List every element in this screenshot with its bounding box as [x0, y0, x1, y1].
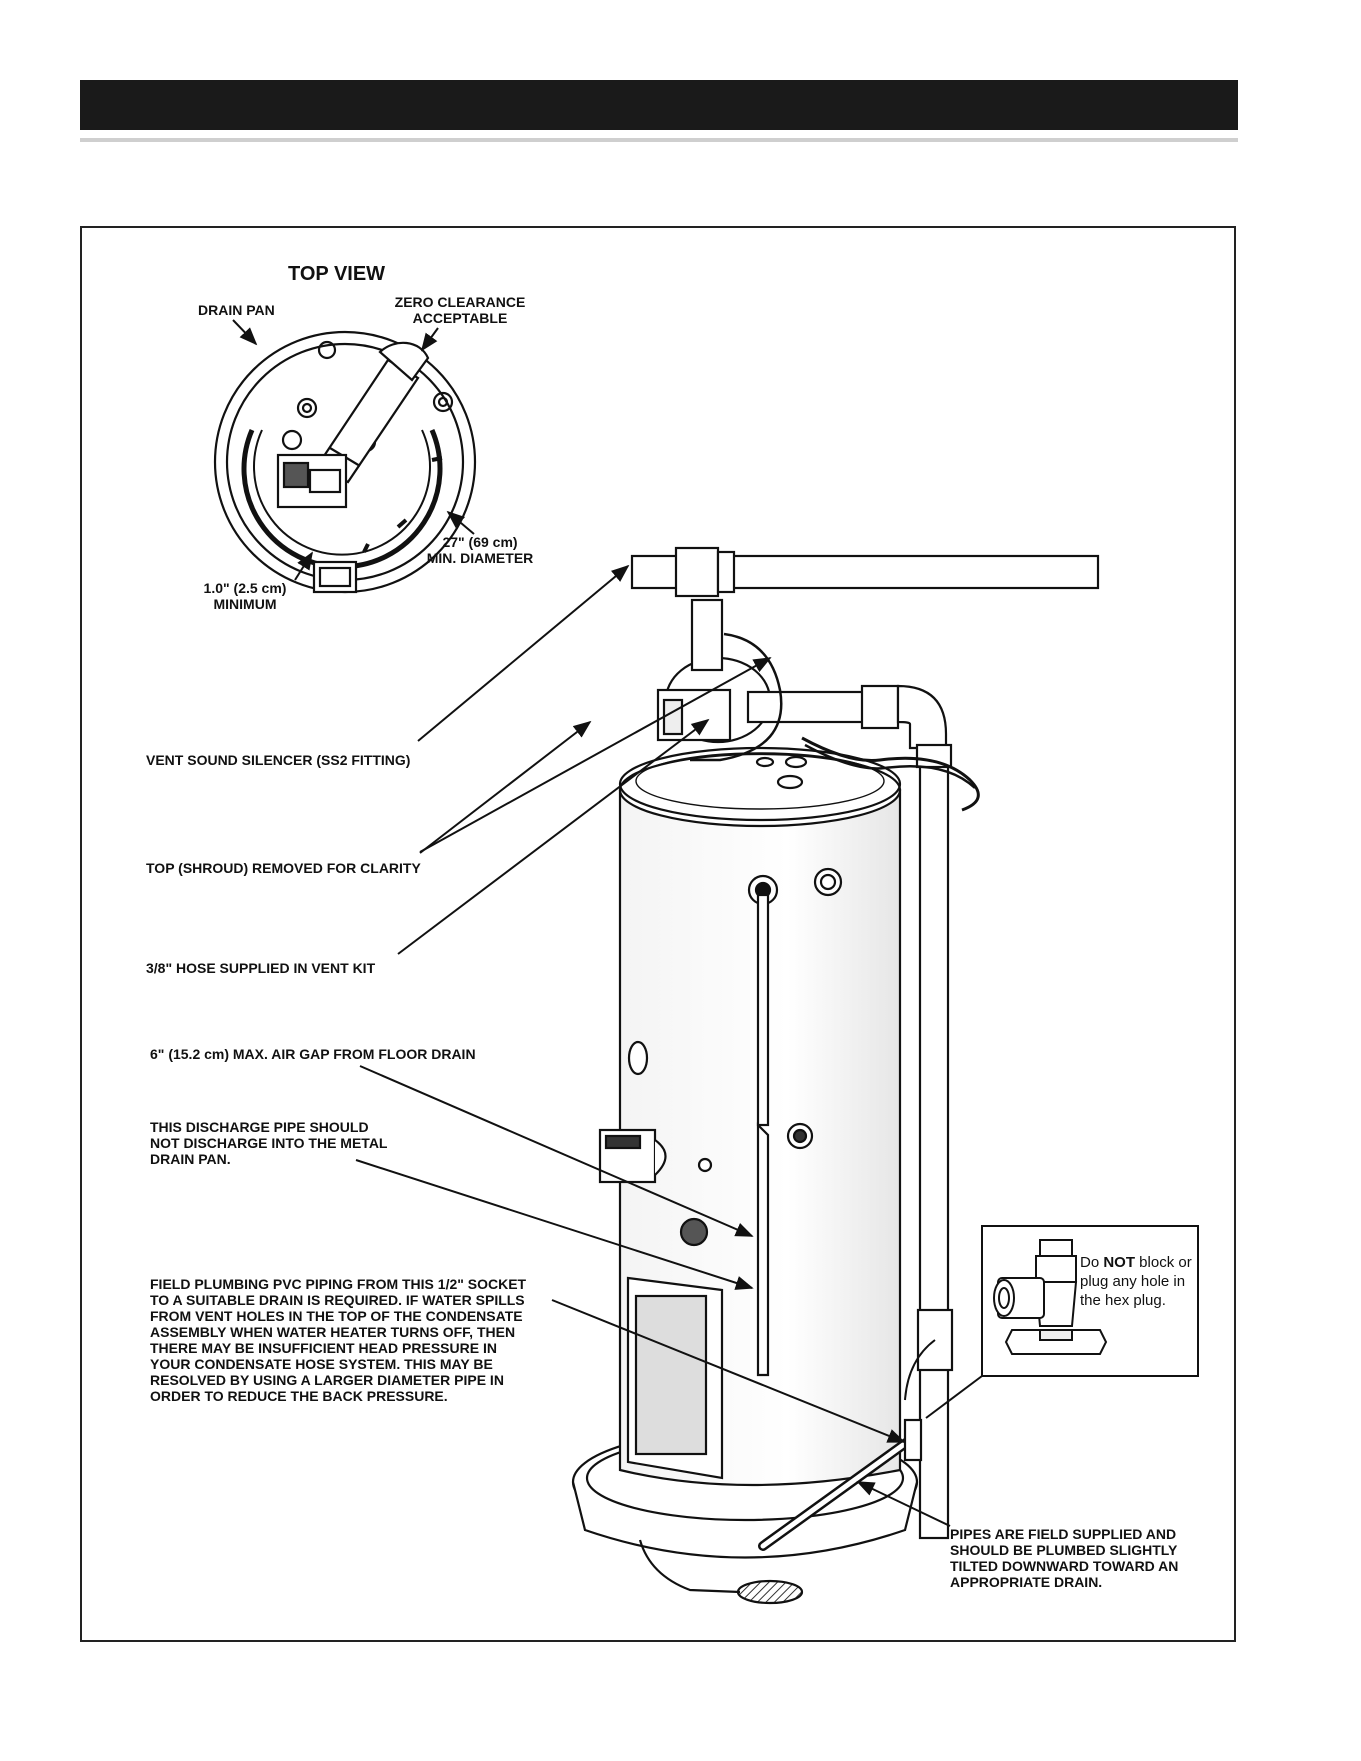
diameter-line-1: 27" (69 cm): [442, 534, 518, 550]
discharge-line-3: DRAIN PAN.: [150, 1151, 231, 1167]
field-plumbing-line-3: FROM VENT HOLES IN THE TOP OF THE CONDEN…: [150, 1308, 523, 1324]
water-heater-drawing: [571, 546, 1100, 1605]
top-view-title: TOP VIEW: [288, 263, 386, 285]
figure-frame: [80, 226, 1236, 1642]
hex-plug-inset: [925, 1225, 1199, 1419]
hex-note-post: block or plug any hole in the hex plug.: [1080, 1254, 1192, 1309]
discharge-line-1: THIS DISCHARGE PIPE SHOULD: [150, 1119, 369, 1135]
pipes-line-3: TILTED DOWNWARD TOWARD AN: [950, 1558, 1179, 1574]
field-plumbing-line-7: RESOLVED BY USING A LARGER DIAMETER PIPE…: [150, 1372, 504, 1388]
pipes-line-1: PIPES ARE FIELD SUPPLIED AND: [950, 1526, 1177, 1542]
zero-clearance-line-1: ZERO CLEARANCE: [394, 294, 526, 310]
top-view-arrows: [232, 319, 475, 581]
callout-leaders: [355, 564, 951, 1527]
pipes-line-4: APPROPRIATE DRAIN.: [950, 1574, 1103, 1590]
hex-plug-note: Do NOT block or plug any hole in the hex…: [1080, 1253, 1198, 1310]
header-bar: [80, 80, 1238, 130]
air-gap-callout: 6" (15.2 cm) MAX. AIR GAP FROM FLOOR DRA…: [150, 1046, 476, 1062]
field-plumbing-line-2: TO A SUITABLE DRAIN IS REQUIRED. IF WATE…: [150, 1292, 525, 1308]
discharge-pipe-callout: THIS DISCHARGE PIPE SHOULD NOT DISCHARGE…: [150, 1119, 387, 1167]
field-plumbing-line-1: FIELD PLUMBING PVC PIPING FROM THIS 1/2"…: [150, 1276, 527, 1292]
field-plumbing-line-4: ASSEMBLY WHEN WATER HEATER TURNS OFF, TH…: [150, 1324, 516, 1340]
pipes-line-2: SHOULD BE PLUMBED SLIGHTLY: [950, 1542, 1178, 1558]
pipes-callout: PIPES ARE FIELD SUPPLIED AND SHOULD BE P…: [950, 1526, 1178, 1590]
field-plumbing-callout: FIELD PLUMBING PVC PIPING FROM THIS 1/2"…: [150, 1276, 526, 1404]
drain-pan-label: DRAIN PAN: [198, 302, 275, 318]
diameter-label: 27" (69 cm) MIN. DIAMETER: [420, 534, 540, 566]
minimum-line-1: 1.0" (2.5 cm): [203, 580, 287, 596]
minimum-clearance-label: 1.0" (2.5 cm) MINIMUM: [180, 580, 310, 612]
hex-note-bold: NOT: [1103, 1254, 1136, 1271]
minimum-line-2: MINIMUM: [213, 596, 277, 612]
hex-note-pre: Do: [1080, 1254, 1104, 1271]
field-plumbing-line-5: THERE MAY BE INSUFFICIENT HEAD PRESSURE …: [150, 1340, 497, 1356]
hose-callout: 3/8" HOSE SUPPLIED IN VENT KIT: [146, 960, 376, 976]
zero-clearance-line-2: ACCEPTABLE: [412, 310, 508, 326]
header-rule: [80, 138, 1238, 142]
diameter-line-2: MIN. DIAMETER: [426, 550, 534, 566]
field-plumbing-line-6: YOUR CONDENSATE HOSE SYSTEM. THIS MAY BE: [150, 1356, 493, 1372]
zero-clearance-label: ZERO CLEARANCE ACCEPTABLE: [384, 294, 536, 326]
shroud-removed-callout: TOP (SHROUD) REMOVED FOR CLARITY: [146, 860, 421, 876]
top-view-drawing: [213, 330, 477, 594]
vent-silencer-callout: VENT SOUND SILENCER (SS2 FITTING): [146, 752, 411, 768]
field-plumbing-line-8: ORDER TO REDUCE THE BACK PRESSURE.: [150, 1388, 448, 1404]
discharge-line-2: NOT DISCHARGE INTO THE METAL: [150, 1135, 388, 1151]
